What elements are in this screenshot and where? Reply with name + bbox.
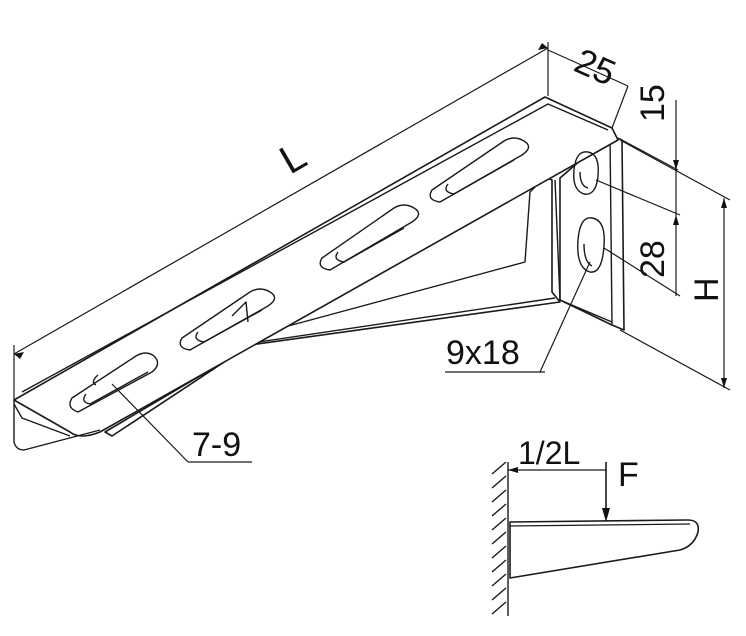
support-web-lower-edge [251, 297, 556, 344]
wall-hole-upper [573, 151, 599, 195]
force-arrow-icon [602, 508, 610, 522]
arm-slot-label: 7-9 [192, 426, 241, 464]
arm-slot-2 [179, 288, 276, 351]
hole-spacing-label: 28 [634, 240, 672, 278]
callout-wall-slot: 9x18 [445, 261, 591, 373]
support-web [104, 174, 561, 437]
arm-slot-1 [69, 352, 159, 413]
dimension-top-offset: 15 [621, 84, 679, 215]
wall-plate-edge [609, 134, 613, 326]
bracket-body [13, 96, 625, 451]
force-label: F [618, 456, 639, 494]
wall-plate-fold [554, 179, 613, 323]
callout-arm-slot: 7-9 [111, 383, 252, 464]
length-label: L [273, 134, 314, 183]
arm-flange-front-edge [13, 400, 101, 451]
wall-hatch [491, 461, 507, 615]
height-label: H [688, 277, 726, 302]
bracket-side-profile [509, 519, 700, 579]
arm-slot-4 [429, 137, 530, 203]
wall-hole-lower [577, 217, 605, 273]
load-position-label: 1/2L [518, 435, 580, 471]
arm-flange-rear-edge [21, 103, 609, 393]
arm-flange-lip [13, 403, 71, 437]
dimension-hole-spacing: 28 [595, 179, 681, 297]
load-diagram: 1/2L F [491, 435, 700, 616]
arm-slot-3 [319, 204, 420, 271]
wall-slot-label: 9x18 [446, 334, 520, 372]
arm-flange-top [13, 96, 619, 437]
top-offset-label: 15 [634, 84, 672, 122]
dimension-height: H [619, 139, 731, 391]
width-label: 25 [569, 40, 622, 94]
